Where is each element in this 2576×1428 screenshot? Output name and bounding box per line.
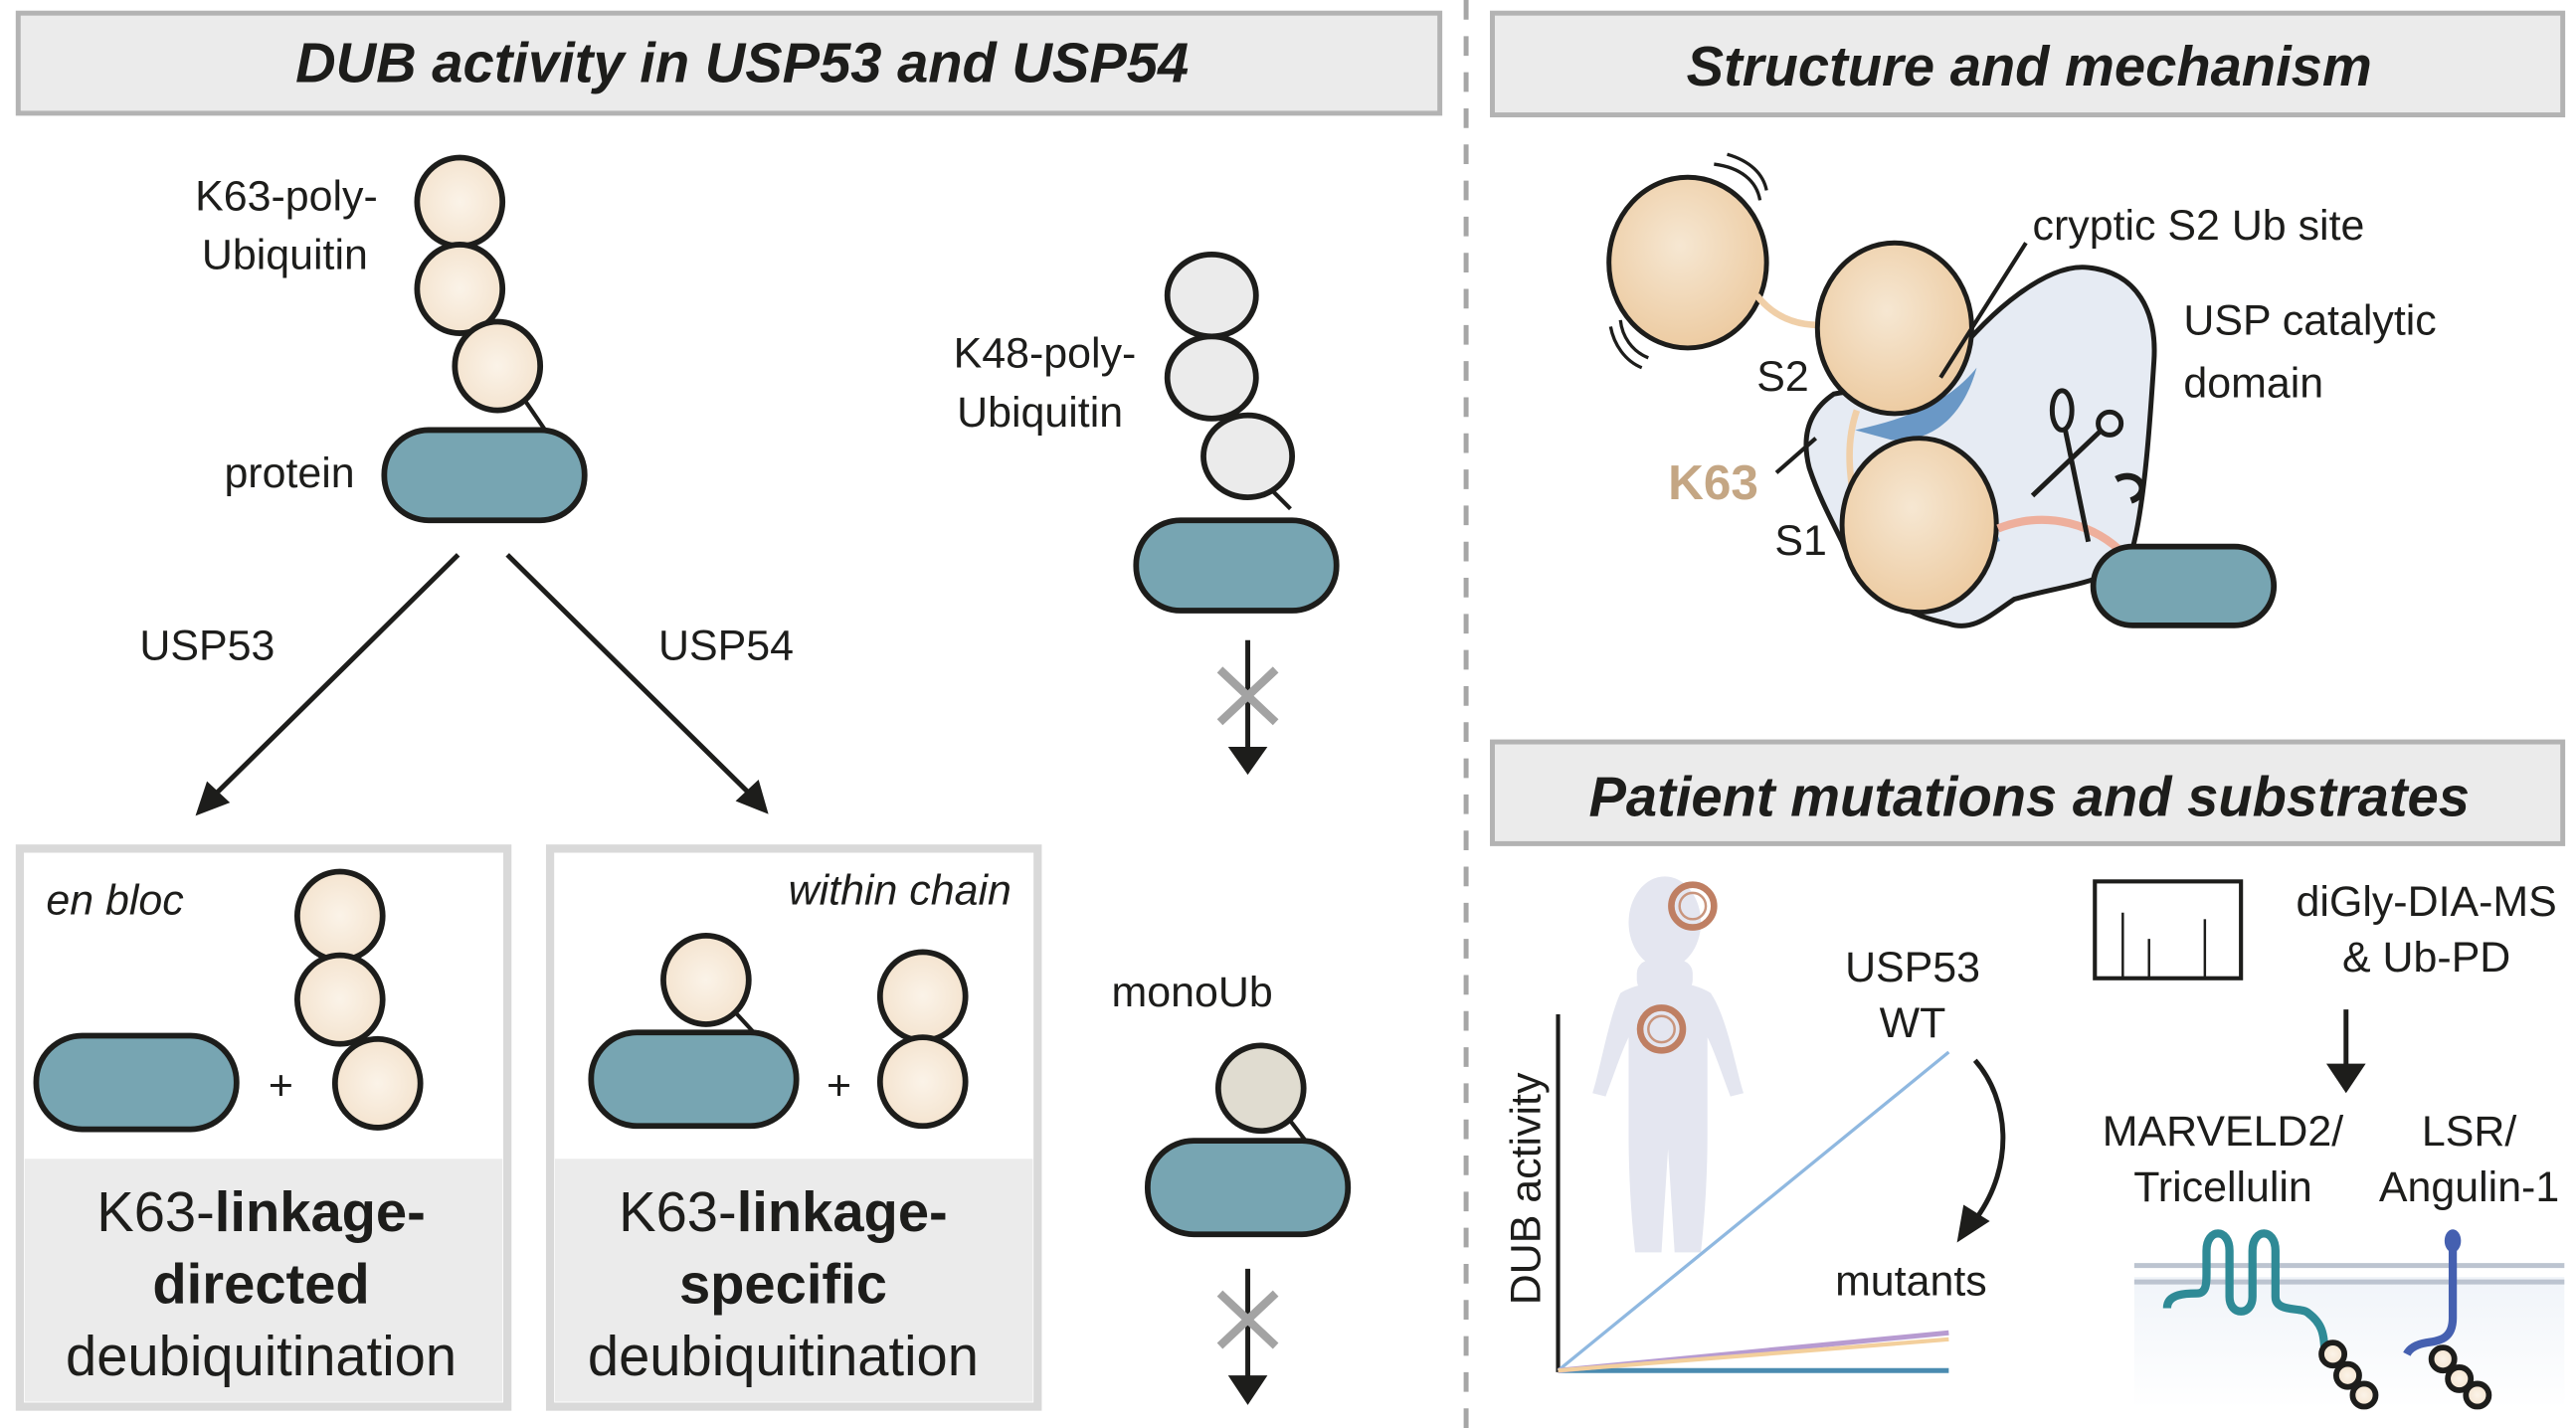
released-dimer-ub-1 <box>876 949 969 1044</box>
mass-spectrum-icon <box>2093 879 2244 981</box>
y-axis-label: DUB activity <box>1502 1072 1550 1305</box>
dub-activity-plot: DUB activity USP53 WT mutants <box>1502 944 2006 1373</box>
patient-silhouette-icon <box>1592 876 1745 1253</box>
mono-ub-label: monoUb <box>1112 969 1273 1016</box>
dub-activity-panel: DUB activity in USP53 and USP54 K63-poly… <box>15 10 1443 1411</box>
specific-line1: K63-linkage- <box>619 1180 948 1243</box>
result-box-within-chain: within chain + K63-linkage- specific deu… <box>545 844 1042 1411</box>
directed-line1: K63-linkage- <box>96 1180 426 1243</box>
mono-ubiquitinated-protein-k48col: monoUb <box>1112 969 1352 1238</box>
s2-label: S2 <box>1756 353 1808 401</box>
directed-line2: directed <box>152 1253 369 1316</box>
k63-ubiquitinated-protein: K63-poly- Ubiquitin protein <box>195 154 588 524</box>
wt-label-line1: USP53 <box>1845 944 1980 991</box>
substrate-protein <box>2090 543 2278 628</box>
tricellulin-ubiquitin-chain <box>2318 1339 2379 1410</box>
method-line1: diGly-DIA-MS <box>2297 878 2557 926</box>
substrate-arrow <box>2325 1009 2366 1094</box>
substrate2-line2: Angulin-1 <box>2379 1163 2559 1211</box>
mutant-activity-line-2 <box>1558 1337 1949 1373</box>
method-line2: & Ub-PD <box>2342 934 2510 982</box>
structure-panel: Structure and mechanism cryptic S2 Ub si… <box>1490 10 2566 628</box>
cryptic-s2-site <box>1855 367 1977 441</box>
released-dimer-ub-2 <box>876 1034 969 1130</box>
decrease-arrow <box>1972 1058 2006 1220</box>
mutants-label: mutants <box>1835 1257 1987 1305</box>
wt-activity-line <box>1557 1050 1950 1372</box>
k63-chain-label-line2: Ubiquitin <box>202 232 368 279</box>
monoub-blocked-arrow <box>1216 1268 1279 1405</box>
result-box-en-bloc: en bloc + K63-linkage- directed deubiqui… <box>15 844 512 1411</box>
angulin-protein <box>2403 1229 2462 1356</box>
ubiquitin-2 <box>414 242 506 336</box>
plus-sign-2: + <box>827 1062 851 1110</box>
mono-ubiquitinated-protein <box>588 1029 800 1130</box>
k48-chain-label-line1: K48-poly- <box>954 330 1137 378</box>
usp54-label: USP54 <box>658 623 794 670</box>
structure-title: Structure and mechanism <box>1687 35 2372 97</box>
mutation-marker-body-icon <box>1636 1004 1687 1054</box>
usp53-label: USP53 <box>139 623 275 670</box>
s1-ubiquitin <box>1839 436 1999 616</box>
plus-sign: + <box>269 1062 293 1110</box>
ubiquitin-3 <box>452 318 544 414</box>
distal-ubiquitin <box>1606 174 1769 351</box>
catalytic-domain-line2: domain <box>2183 359 2323 407</box>
k48-blocked-arrow <box>1216 639 1279 776</box>
ubiquitin-1 <box>414 154 506 250</box>
substrate2-line1: LSR/ <box>2422 1108 2516 1156</box>
isopeptide-link <box>521 397 547 432</box>
directed-line3: deubiquitination <box>66 1325 457 1387</box>
mutation-marker-head-icon <box>1668 881 1718 931</box>
usp53-arrow <box>195 553 460 816</box>
usp54-arrow <box>505 553 769 814</box>
within-chain-label: within chain <box>789 866 1012 914</box>
specific-line2: specific <box>679 1253 887 1316</box>
scissors-icon <box>2030 388 2146 543</box>
protein-substrate <box>381 427 588 524</box>
structure-header <box>1490 10 2566 118</box>
en-bloc-label: en bloc <box>46 876 183 924</box>
free-chain-ub-1 <box>293 868 386 964</box>
substrate1-line1: MARVELD2/ <box>2103 1108 2344 1156</box>
wt-label-line2: WT <box>1880 999 1946 1047</box>
patient-panel: Patient mutations and substrates DUB act… <box>1490 739 2566 1410</box>
specific-line3: deubiquitination <box>588 1325 979 1387</box>
free-chain-ub-3 <box>331 1035 424 1131</box>
motion-lines-icon <box>1608 152 1768 370</box>
k48-chain-label-line2: Ubiquitin <box>957 389 1123 437</box>
s2-ubiquitin <box>1814 240 1974 417</box>
dub-activity-title: DUB activity in USP53 and USP54 <box>295 32 1189 94</box>
k63-label: K63 <box>1668 455 1758 510</box>
k63-chain-label-line1: K63-poly- <box>195 172 378 220</box>
substrate1-line2: Tricellulin <box>2133 1163 2312 1211</box>
angulin-ubiquitin-chain <box>2428 1344 2492 1410</box>
dub-activity-header <box>15 10 1443 116</box>
remaining-ub <box>660 932 752 1027</box>
free-protein <box>33 1032 240 1133</box>
s1-label: S1 <box>1774 517 1826 565</box>
free-chain-ub-2 <box>293 952 386 1047</box>
cryptic-site-label: cryptic S2 Ub site <box>2033 202 2365 250</box>
patient-title: Patient mutations and substrates <box>1589 765 2470 827</box>
tricellulin-protein <box>2162 1229 2329 1356</box>
k48-ubiquitinated-protein: K48-poly- Ubiquitin <box>954 251 1340 614</box>
catalytic-domain-line1: USP catalytic <box>2183 297 2436 345</box>
protein-label: protein <box>224 449 354 497</box>
patient-header <box>1490 739 2566 846</box>
